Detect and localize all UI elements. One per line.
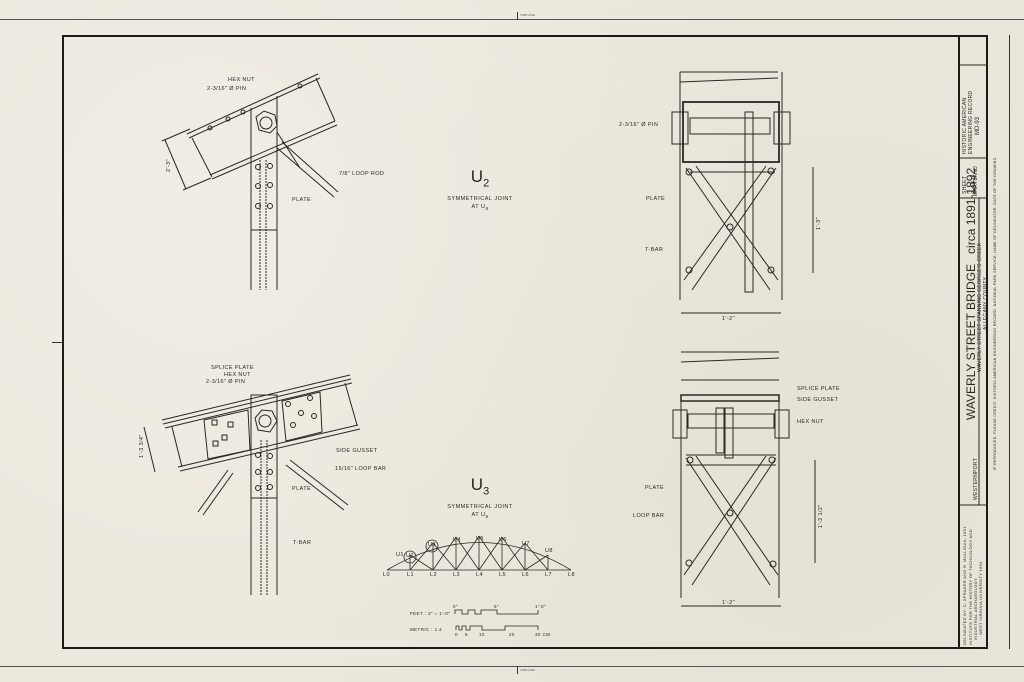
u3-section-height-dim: 1'-2 1/2" (818, 504, 824, 528)
scale-metric-tick-5: 5 (465, 632, 468, 637)
center-mark-bottom (517, 666, 518, 674)
truss-key-plan (386, 535, 572, 571)
node-u3: U3 (428, 542, 436, 548)
u3-loop-bar-label: 15/16" LOOP BAR (335, 466, 387, 472)
u3-view-title: U3 SYMMETRICAL JOINT AT U5 (440, 476, 520, 519)
node-l6: L6 (522, 572, 529, 578)
center-mark-top (517, 12, 518, 20)
scale-metric-tick-10: 10 (479, 632, 485, 637)
title-block (958, 35, 988, 649)
u3-section-loop-bar-label: LOOP BAR (633, 513, 665, 519)
node-u4: U4 (453, 537, 461, 543)
title-block-margin (988, 35, 1010, 649)
u3-dimension: 1'-3 3/4" (139, 434, 145, 458)
scale-feet-tick-12: 1'-0" (535, 604, 546, 609)
scale-metric-tick-30: 30 CM (535, 632, 551, 637)
u2-section-view (671, 71, 814, 314)
u3-t-bar-label: T-BAR (293, 540, 312, 546)
node-l1: L1 (407, 572, 414, 578)
title-block-lines (958, 64, 988, 506)
sheet-label: SHEET (962, 175, 968, 194)
trim-line-bottom (0, 666, 1024, 667)
u3-splice-plate-label: SPLICE PLATE (211, 365, 254, 371)
u3-title-text: U3 (470, 475, 490, 498)
scale-metric-tick-0: 0 (455, 632, 458, 637)
reproduction-credit: IF REPRODUCED, PLEASE CREDIT: HISTORIC A… (993, 157, 997, 470)
node-l5: L5 (499, 572, 506, 578)
bridge-county: ALLEGANY COUNTY (983, 276, 989, 330)
u2-section-plate-label: PLATE (646, 196, 666, 202)
u3-pin-label: 2-3/16" Ø PIN (206, 379, 246, 385)
node-u8: U8 (545, 548, 553, 554)
node-l7: L7 (545, 572, 552, 578)
u2-section-tbar-label: T-BAR (645, 247, 664, 253)
delineator-credit: DELINEATED BY: C. SPRAKER AND R. MULLIGA… (962, 526, 967, 645)
record-number: MD-93 (975, 116, 981, 135)
u2-subtitle-2: AT U6 (471, 204, 489, 212)
u3-section-plate-label: PLATE (645, 485, 665, 491)
u3-section-side-gusset-label: SIDE GUSSET (797, 397, 839, 403)
scale-metric-label: METRIC : 1:4 (410, 627, 443, 632)
scale-feet-tick-6: 6" (494, 604, 499, 609)
u2-section-pin-label: 2-3/16" Ø PIN (619, 122, 659, 128)
node-l2: L2 (430, 572, 437, 578)
trim-line-top (0, 19, 1024, 20)
sheet-number: 6 OF 9 (972, 175, 978, 194)
u2-view-title: U2 SYMMETRICAL JOINT AT U6 (440, 168, 520, 211)
u3-subtitle-2: AT U5 (471, 512, 489, 520)
bridge-title: WAVERLY STREET BRIDGE circa 1891-1892 (964, 167, 978, 420)
u3-section-view (672, 351, 816, 607)
u3-subtitle: SYMMETRICAL JOINT (447, 504, 513, 511)
node-l0: L0 (383, 572, 390, 578)
u3-plate-label: PLATE (292, 486, 312, 492)
institute-3: WEST VIRGINIA UNIVERSITY 1991 (978, 561, 983, 635)
u2-loop-rod-label: 7/8" LOOP ROD (339, 171, 385, 177)
u3-side-gusset-label: SIDE GUSSET (336, 448, 378, 454)
scale-metric-tick-20: 20 (509, 632, 515, 637)
u2-hex-nut-label: HEX NUT (228, 77, 255, 83)
u2-section-height-dim: 1'-3" (816, 217, 822, 230)
bridge-city: WESTERNPORT (973, 457, 979, 500)
scale-feet-tick-0: 0" (453, 604, 458, 609)
u2-title-text: U2 (470, 167, 490, 190)
scale-feet-label: FEET : 3" = 1'-0" (410, 611, 451, 616)
u2-subtitle: SYMMETRICAL JOINT (447, 196, 513, 203)
node-u2: U2 (406, 553, 414, 559)
u2-joint-elevation (161, 73, 339, 290)
center-mark-left (52, 342, 62, 343)
drawing-border (62, 35, 960, 649)
u3-section-splice-plate-label: SPLICE PLATE (797, 386, 840, 392)
u3-section-hex-nut-label: HEX NUT (797, 419, 824, 425)
u3-section-width-dim: 1'-2" (722, 600, 735, 606)
node-l4: L4 (476, 572, 483, 578)
u2-dimension: 2'-3" (166, 159, 172, 172)
node-l8: L8 (568, 572, 575, 578)
record-label-2: ENGINEERING RECORD (968, 90, 974, 154)
node-u5: U5 (476, 536, 484, 542)
node-l3: L3 (453, 572, 460, 578)
u2-pin-label: 2-3/16" Ø PIN (207, 86, 247, 92)
trim-label-bottom: TRIM LINE (520, 668, 535, 672)
node-u1: U1 (396, 552, 404, 558)
node-u7: U7 (522, 541, 530, 547)
node-u6: U6 (499, 537, 507, 543)
graphic-scale (454, 609, 539, 631)
u2-plate-label: PLATE (292, 197, 312, 203)
u3-hex-nut-label: HEX NUT (224, 372, 251, 378)
u2-section-width-dim: 1'-2" (722, 316, 735, 322)
trim-label-top: TRIM LINE (520, 13, 535, 17)
u3-joint-elevation (143, 374, 361, 595)
